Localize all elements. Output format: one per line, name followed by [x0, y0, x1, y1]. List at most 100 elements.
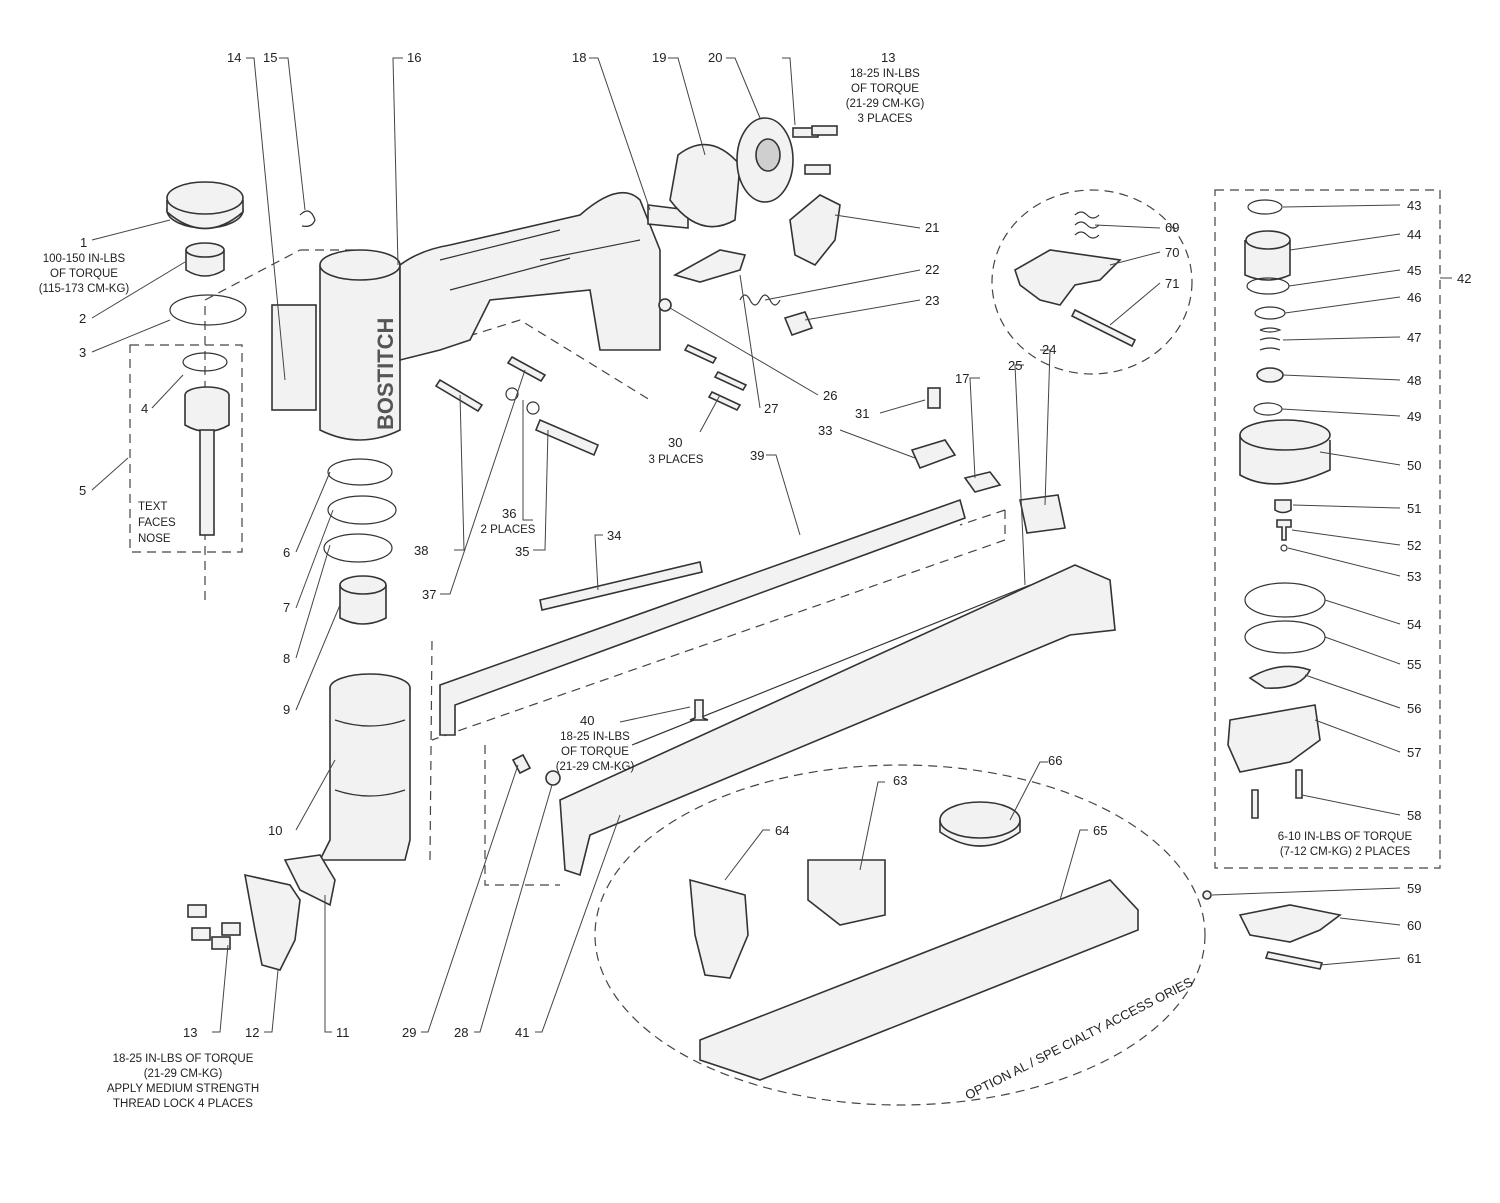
part-15-clip: [299, 210, 316, 227]
part-27-nut: [658, 298, 672, 312]
callout-22: 22: [925, 262, 939, 277]
callout-45: 45: [1407, 263, 1421, 278]
callout-5: 5: [79, 483, 86, 498]
part-53-ring: [1280, 544, 1288, 552]
callout-63: 63: [893, 773, 907, 788]
callout-8: 8: [283, 651, 290, 666]
part-34-strip: [539, 561, 703, 611]
note-torque-13-top: 18-25 IN-LBS OF TORQUE (21-29 CM-KG) 3 P…: [846, 68, 925, 125]
callout-13-bottom: 13: [183, 1025, 197, 1040]
part-59-nut: [1202, 890, 1212, 900]
part-47-spring: [1259, 327, 1282, 351]
part-23-sleeve: [783, 311, 814, 337]
callout-58: 58: [1407, 808, 1421, 823]
part-40-screw: [689, 699, 709, 721]
part-24-block: [1019, 494, 1066, 534]
callout-27: 27: [764, 401, 778, 416]
callout-24: 24: [1042, 342, 1056, 357]
callout-43: 43: [1407, 198, 1421, 213]
callout-55: 55: [1407, 657, 1421, 672]
part-6-o-ring: [327, 458, 393, 486]
part-30-pins: [683, 343, 748, 412]
part-35-valve: [534, 418, 600, 457]
part-71-pin: [1070, 308, 1137, 348]
part-9-bumper: [339, 575, 387, 625]
part-4-o-ring: [182, 352, 228, 372]
callout-60: 60: [1407, 918, 1421, 933]
part-64-plate: [689, 878, 749, 979]
part-13-screws: [187, 904, 241, 950]
note-13top-line-3: 3 PLACES: [858, 113, 913, 125]
callout-13-top: 13: [881, 50, 895, 65]
part-29-pin: [511, 753, 532, 775]
callout-2: 2: [79, 311, 86, 326]
part-46-o-ring: [1254, 306, 1286, 320]
part-57-housing: [1227, 704, 1321, 773]
part-3-o-ring: [169, 294, 247, 326]
callout-35: 35: [515, 544, 529, 559]
callout-numbers: 1 2 3 4 5 6 7 8 9 10 11 12 13 13 14 15 1…: [79, 50, 1471, 1040]
part-66-cap: [939, 801, 1021, 847]
note-1-line-2: (115-173 CM-KG): [39, 283, 130, 295]
callout-59: 59: [1407, 881, 1421, 896]
callout-28: 28: [454, 1025, 468, 1040]
callout-65: 65: [1093, 823, 1107, 838]
part-12-plate: [243, 873, 301, 971]
part-2-plug: [185, 242, 225, 277]
part-39-rail: [439, 498, 966, 736]
optional-accessories-label: OPTION AL / SPE CIALTY ACCESS ORIES: [963, 974, 1196, 1103]
note-58-line-1: (7-12 CM-KG) 2 PLACES: [1280, 846, 1411, 858]
part-20-cap: [736, 117, 794, 203]
part-54-o-ring: [1244, 582, 1326, 618]
callout-54: 54: [1407, 617, 1421, 632]
callout-29: 29: [402, 1025, 416, 1040]
callout-66: 66: [1048, 753, 1062, 768]
dashed-box-42: [1214, 189, 1441, 869]
note-torque-1: 100-150 IN-LBS OF TORQUE (115-173 CM-KG): [39, 253, 130, 295]
callout-7: 7: [283, 600, 290, 615]
note-40-line-2: (21-29 CM-KG): [556, 761, 635, 773]
callout-25: 25: [1008, 358, 1022, 373]
callout-6: 6: [283, 545, 290, 560]
callout-48: 48: [1407, 373, 1421, 388]
callout-70: 70: [1165, 245, 1179, 260]
note-torque-58: 6-10 IN-LBS OF TORQUE (7-12 CM-KG) 2 PLA…: [1278, 831, 1413, 858]
callout-47: 47: [1407, 330, 1421, 345]
part-44-valve: [1244, 230, 1291, 281]
callout-17: 17: [955, 371, 969, 386]
callout-16: 16: [407, 50, 421, 65]
part-8-o-ring: [323, 533, 393, 563]
part-69-spring: [1074, 211, 1100, 239]
callout-38: 38: [414, 543, 428, 558]
note-13bottom-line-2: APPLY MEDIUM STRENGTH: [107, 1083, 259, 1095]
part-43-o-ring: [1247, 199, 1283, 215]
part-70-latch: [1014, 249, 1122, 306]
part-10-cylinder: [318, 673, 411, 861]
part-49-o-ring: [1253, 402, 1283, 416]
callout-9: 9: [283, 702, 290, 717]
note-torque-13-bottom: 18-25 IN-LBS OF TORQUE (21-29 CM-KG) APP…: [107, 1053, 259, 1110]
callout-36: 36: [502, 506, 516, 521]
callout-4: 4: [141, 401, 148, 416]
callout-46: 46: [1407, 290, 1421, 305]
callout-30: 30: [668, 435, 682, 450]
callout-41: 41: [515, 1025, 529, 1040]
callout-51: 51: [1407, 501, 1421, 516]
dashed-box-5: [129, 344, 243, 553]
callout-23: 23: [925, 293, 939, 308]
part-13-top-screws: [792, 125, 838, 175]
callout-33: 33: [818, 423, 832, 438]
callout-44: 44: [1407, 227, 1421, 242]
callout-69: 69: [1165, 220, 1179, 235]
brand-text: BOSTITCH: [373, 318, 398, 430]
part-55-o-ring: [1244, 620, 1326, 654]
part-52-screw: [1276, 519, 1292, 541]
callout-19: 19: [652, 50, 666, 65]
part-50-housing: [1239, 419, 1331, 485]
part-38-pin: [434, 378, 484, 413]
part-61-pin: [1264, 951, 1324, 970]
note-58-line-0: 6-10 IN-LBS OF TORQUE: [1278, 831, 1413, 843]
dashed-cylinder-zone: [204, 249, 433, 861]
part-65-base-plate: [699, 879, 1139, 1081]
